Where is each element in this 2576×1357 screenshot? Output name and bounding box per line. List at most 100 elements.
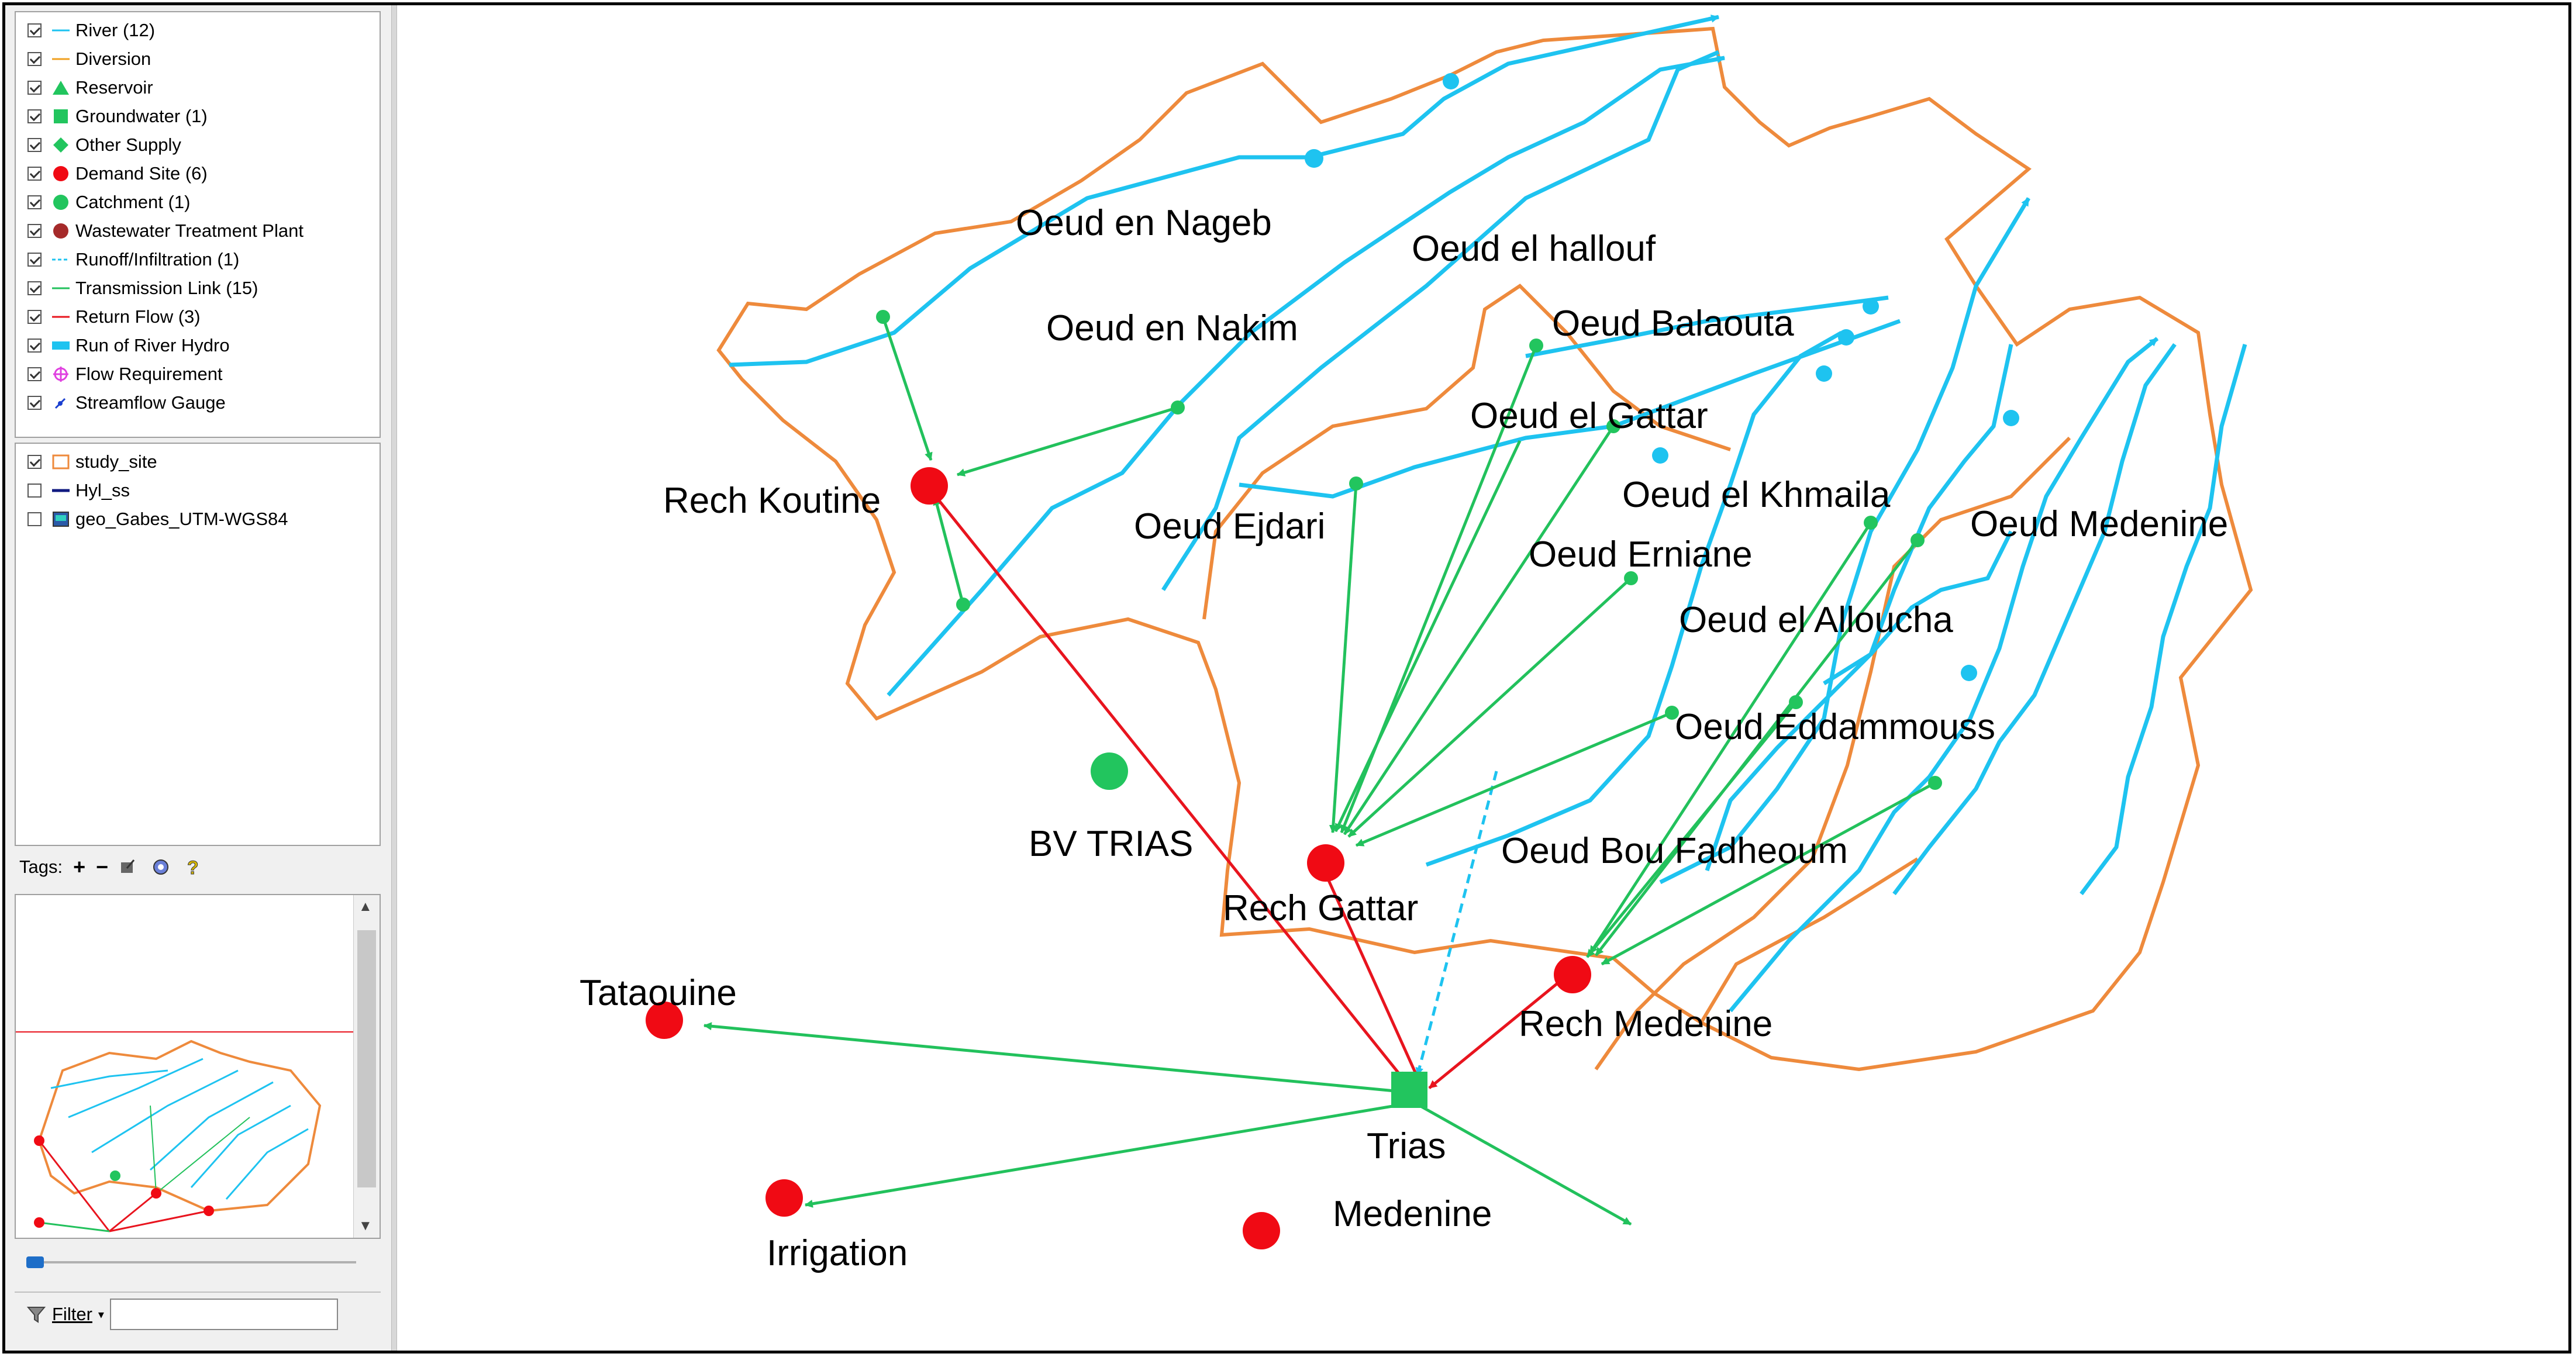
demand-site-rech-medenine[interactable] [1554, 956, 1591, 993]
filter-icon[interactable] [26, 1304, 46, 1324]
checkbox[interactable] [27, 253, 42, 267]
filter-dropdown[interactable]: Filter [52, 1304, 92, 1324]
legend-item-demand-site[interactable]: Demand Site (6) [27, 160, 208, 187]
demand-site-tataouine[interactable] [646, 1002, 683, 1039]
transmission-link [1355, 711, 1672, 847]
river-node [2003, 410, 2019, 426]
demand-site-rech-gattar[interactable] [1307, 844, 1344, 882]
river-label: Oeud Ejdari [1134, 506, 1325, 547]
checkbox[interactable] [27, 195, 42, 209]
node-label-trias: Trias [1367, 1126, 1446, 1166]
checkbox[interactable] [27, 396, 42, 410]
river-line [729, 14, 1720, 367]
demand-site-medenine[interactable] [1243, 1212, 1280, 1249]
withdrawal-node [1864, 516, 1878, 530]
tags-label: Tags: [19, 857, 63, 877]
checkbox[interactable] [27, 281, 42, 295]
legend-item-other-supply[interactable]: Other Supply [27, 132, 181, 158]
help-icon[interactable]: ? [182, 857, 203, 878]
overview-scrollbar[interactable]: ▲ ▼ [353, 895, 380, 1238]
checkbox[interactable] [27, 138, 42, 152]
checkbox[interactable] [27, 455, 42, 469]
tags-toolbar: Tags: + − ? [15, 850, 381, 885]
chevron-down-icon[interactable]: ▾ [98, 1308, 104, 1321]
overview-map[interactable]: ▲ ▼ [15, 894, 381, 1239]
legend-label: Return Flow (3) [75, 306, 201, 327]
legend-label: River (12) [75, 20, 156, 40]
schematic-map[interactable]: Oeud en Nageb Oeud el hallouf Oeud en Na… [397, 5, 2568, 1351]
legend-item-hydro[interactable]: Run of River Hydro [27, 332, 230, 359]
polygon-layer-icon [52, 454, 70, 469]
checkbox[interactable] [27, 339, 42, 353]
withdrawal-node [1529, 339, 1543, 353]
chevron-down-icon[interactable]: ▼ [358, 1218, 373, 1234]
demand-site-irrigation[interactable] [765, 1179, 803, 1217]
withdrawal-node [1665, 706, 1679, 720]
legend-label: Diversion [75, 49, 151, 69]
legend-item-transmission[interactable]: Transmission Link (15) [27, 275, 258, 302]
node-label-medenine: Medenine [1333, 1194, 1492, 1234]
transmission-link [804, 1103, 1403, 1208]
legend-item-catchment[interactable]: Catchment (1) [27, 189, 190, 216]
layer-label: geo_Gabes_UTM-WGS84 [75, 509, 288, 529]
legend-item-return-flow[interactable]: Return Flow (3) [27, 303, 201, 330]
other-supply-diamond-icon [53, 137, 68, 153]
river-label: Oeud Medenine [1970, 504, 2228, 544]
checkbox[interactable] [27, 512, 42, 526]
filter-input[interactable] [109, 1299, 338, 1330]
river-label: Oeud el Khmaila [1622, 475, 1891, 515]
gear-icon[interactable] [150, 857, 171, 878]
layer-item-hyl-ss[interactable]: Hyl_ss [27, 477, 130, 504]
groundwater-trias[interactable] [1391, 1072, 1427, 1108]
river-node [1961, 665, 1977, 681]
node-label-irrigation: Irrigation [767, 1233, 908, 1273]
layer-label: Hyl_ss [75, 480, 130, 500]
add-tag-button[interactable]: + [73, 855, 86, 879]
panel-splitter[interactable] [391, 5, 397, 1351]
river-label: Oeud el Alloucha [1679, 600, 1953, 640]
legend-item-groundwater[interactable]: Groundwater (1) [27, 103, 208, 130]
chevron-up-icon[interactable]: ▲ [358, 899, 373, 914]
checkbox[interactable] [27, 109, 42, 123]
flow-requirement-icon [53, 367, 68, 382]
legend-item-runoff[interactable]: Runoff/Infiltration (1) [27, 246, 239, 273]
tag-settings-icon[interactable] [119, 857, 140, 878]
river-label: Oeud el hallouf [1412, 229, 1656, 269]
legend-item-river[interactable]: River (12) [27, 17, 155, 44]
zoom-slider[interactable] [23, 1256, 362, 1268]
legend-item-reservoir[interactable]: Reservoir [27, 74, 153, 101]
river-label: Oeud Erniane [1529, 534, 1753, 575]
river-line [2080, 344, 2247, 896]
legend-item-flow-requirement[interactable]: Flow Requirement [27, 361, 223, 388]
checkbox[interactable] [27, 310, 42, 324]
return-flow-line-icon [52, 316, 70, 318]
raster-layer-icon [53, 512, 69, 527]
demand-site-dot-icon [53, 166, 68, 181]
sub-basin-line [1699, 857, 1919, 1024]
zoom-slider-handle[interactable] [26, 1256, 44, 1268]
checkbox[interactable] [27, 81, 42, 95]
legend-item-wwtp[interactable]: Wastewater Treatment Plant [27, 217, 304, 244]
legend-label: Catchment (1) [75, 192, 191, 212]
checkbox[interactable] [27, 484, 42, 498]
demand-site-rech-koutine[interactable] [911, 467, 948, 505]
checkbox[interactable] [27, 23, 42, 37]
river-node [1652, 447, 1668, 464]
remove-tag-button[interactable]: − [96, 855, 109, 879]
transmission-link [881, 316, 933, 461]
node-label-rech-gattar: Rech Gattar [1223, 888, 1418, 928]
checkbox[interactable] [27, 224, 42, 238]
checkbox[interactable] [27, 52, 42, 66]
river-node [1305, 149, 1323, 168]
legend-item-diversion[interactable]: Diversion [27, 46, 151, 72]
checkbox[interactable] [27, 367, 42, 381]
checkbox[interactable] [27, 167, 42, 181]
overview-map-canvas [16, 1031, 356, 1232]
scrollbar-thumb[interactable] [357, 930, 376, 1187]
transmission-link [933, 496, 965, 605]
layer-item-geo-gabes[interactable]: geo_Gabes_UTM-WGS84 [27, 506, 288, 533]
layer-item-study-site[interactable]: study_site [27, 448, 157, 475]
catchment-bv-trias[interactable] [1091, 752, 1128, 790]
legend-item-gauge[interactable]: Streamflow Gauge [27, 389, 226, 416]
